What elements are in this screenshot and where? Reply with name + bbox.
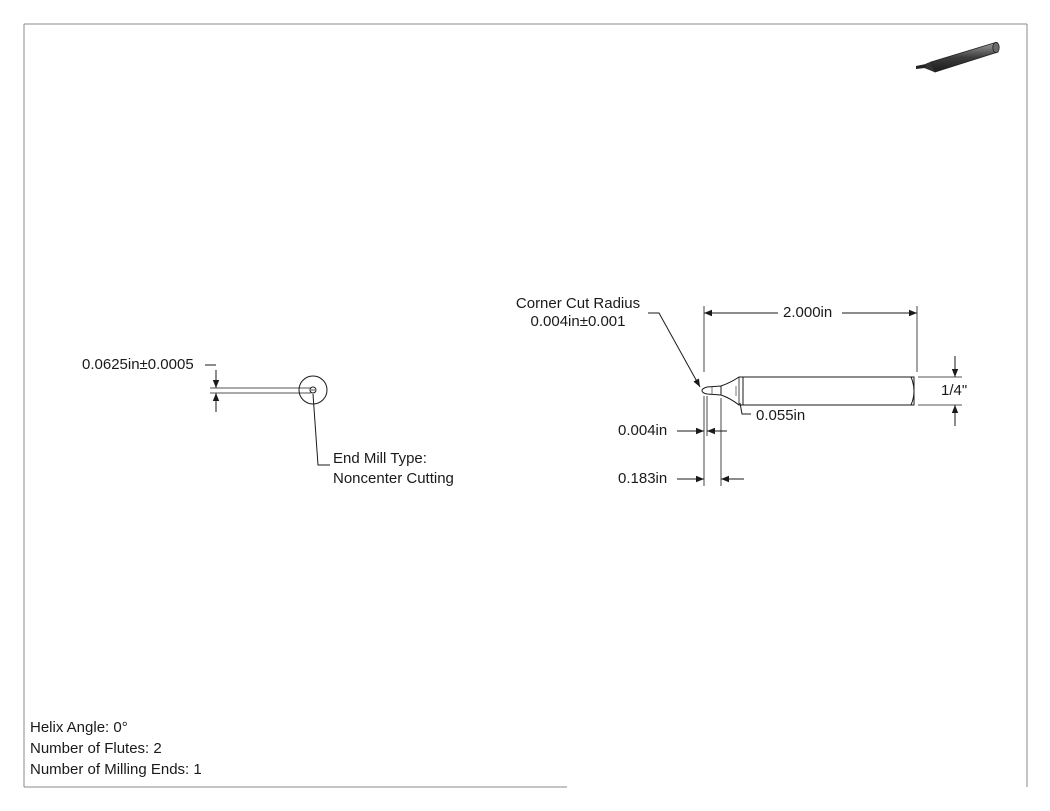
shank-body	[742, 376, 915, 406]
end-view-outer-circle	[298, 375, 328, 405]
end-mill-type-label: End Mill Type: Noncenter Cutting	[333, 450, 454, 488]
overall-length-label: 2.000in	[783, 304, 833, 321]
neck-length-label: 0.055in	[756, 407, 806, 424]
front-view	[205, 364, 330, 466]
end-mill-type-line2: Noncenter Cutting	[333, 470, 454, 487]
corner-radius-line1: Corner Cut Radius	[515, 295, 641, 312]
shank-end-chamfer	[910, 376, 915, 406]
sheet-border	[23, 23, 1028, 788]
corner-radius-label: Corner Cut Radius 0.004in±0.001	[508, 295, 648, 331]
spec-milling-ends: Number of Milling Ends: 1	[30, 761, 202, 778]
isometric-tool-thumbnail	[916, 41, 1000, 73]
end-mill-type-line1: End Mill Type:	[333, 450, 427, 467]
tip-length-label: 0.004in	[618, 422, 668, 439]
reach-length-label: 0.183in	[618, 470, 668, 487]
end-mill-type-leader	[312, 393, 330, 466]
corner-radius-line2: 0.004in±0.001	[530, 313, 626, 330]
shank-diameter-label: 1/4"	[941, 382, 968, 399]
neck-leader	[739, 402, 751, 415]
neck-flare-outline	[720, 376, 743, 406]
spec-helix-angle: Helix Angle: 0°	[30, 719, 128, 736]
end-view-tip-circle	[309, 386, 317, 394]
side-view	[648, 306, 962, 486]
cutting-tip	[701, 385, 722, 396]
corner-radius-leader	[648, 312, 701, 388]
front-diameter-label: 0.0625in±0.0005	[82, 356, 194, 373]
spec-number-of-flutes: Number of Flutes: 2	[30, 740, 162, 757]
